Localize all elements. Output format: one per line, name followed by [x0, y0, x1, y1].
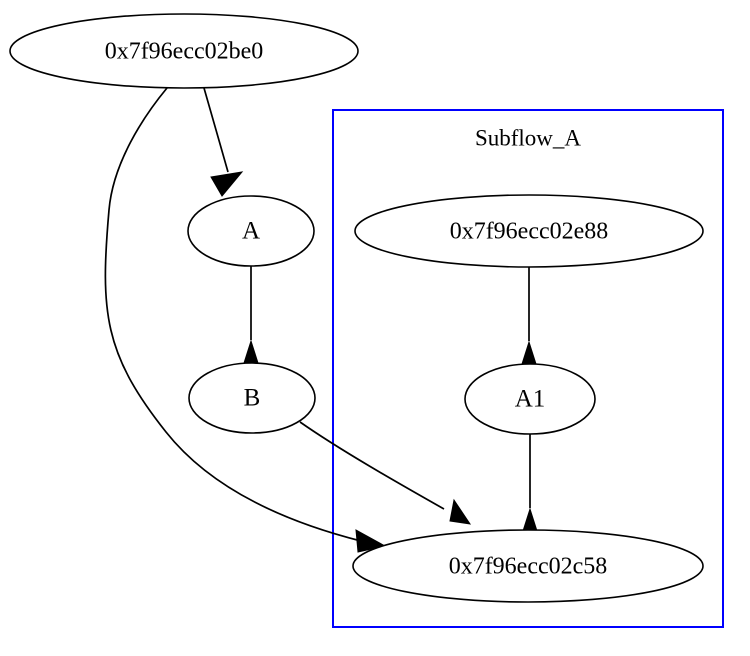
edge-root-to-c58[interactable]: [104, 87, 387, 553]
node-shape: [187, 195, 315, 267]
node-shape: [9, 13, 359, 89]
node-a1[interactable]: A1: [464, 363, 596, 435]
cluster-label-subflow-a: Subflow_A: [475, 125, 581, 150]
edges-layer: [104, 87, 538, 553]
node-a[interactable]: A: [187, 195, 315, 267]
node-b[interactable]: B: [188, 362, 316, 434]
cluster-subflow-a[interactable]: Subflow_A: [332, 109, 724, 628]
cluster-border-subflow-a: [332, 109, 724, 628]
edge-root-to-a[interactable]: [203, 87, 244, 197]
node-shape: [354, 194, 704, 268]
node-c58[interactable]: 0x7f96ecc02c58: [352, 529, 704, 603]
edge-line: [104, 87, 362, 542]
node-shape: [352, 529, 704, 603]
edge-b-to-c58[interactable]: [299, 421, 472, 525]
node-root[interactable]: 0x7f96ecc02be0: [9, 13, 359, 89]
edge-line: [203, 87, 229, 173]
arrowhead-icon: [449, 498, 472, 525]
node-shape: [464, 363, 596, 435]
node-shape: [188, 362, 316, 434]
edge-line: [299, 421, 445, 510]
arrowhead-icon: [210, 171, 244, 197]
node-e88[interactable]: 0x7f96ecc02e88: [354, 194, 704, 268]
